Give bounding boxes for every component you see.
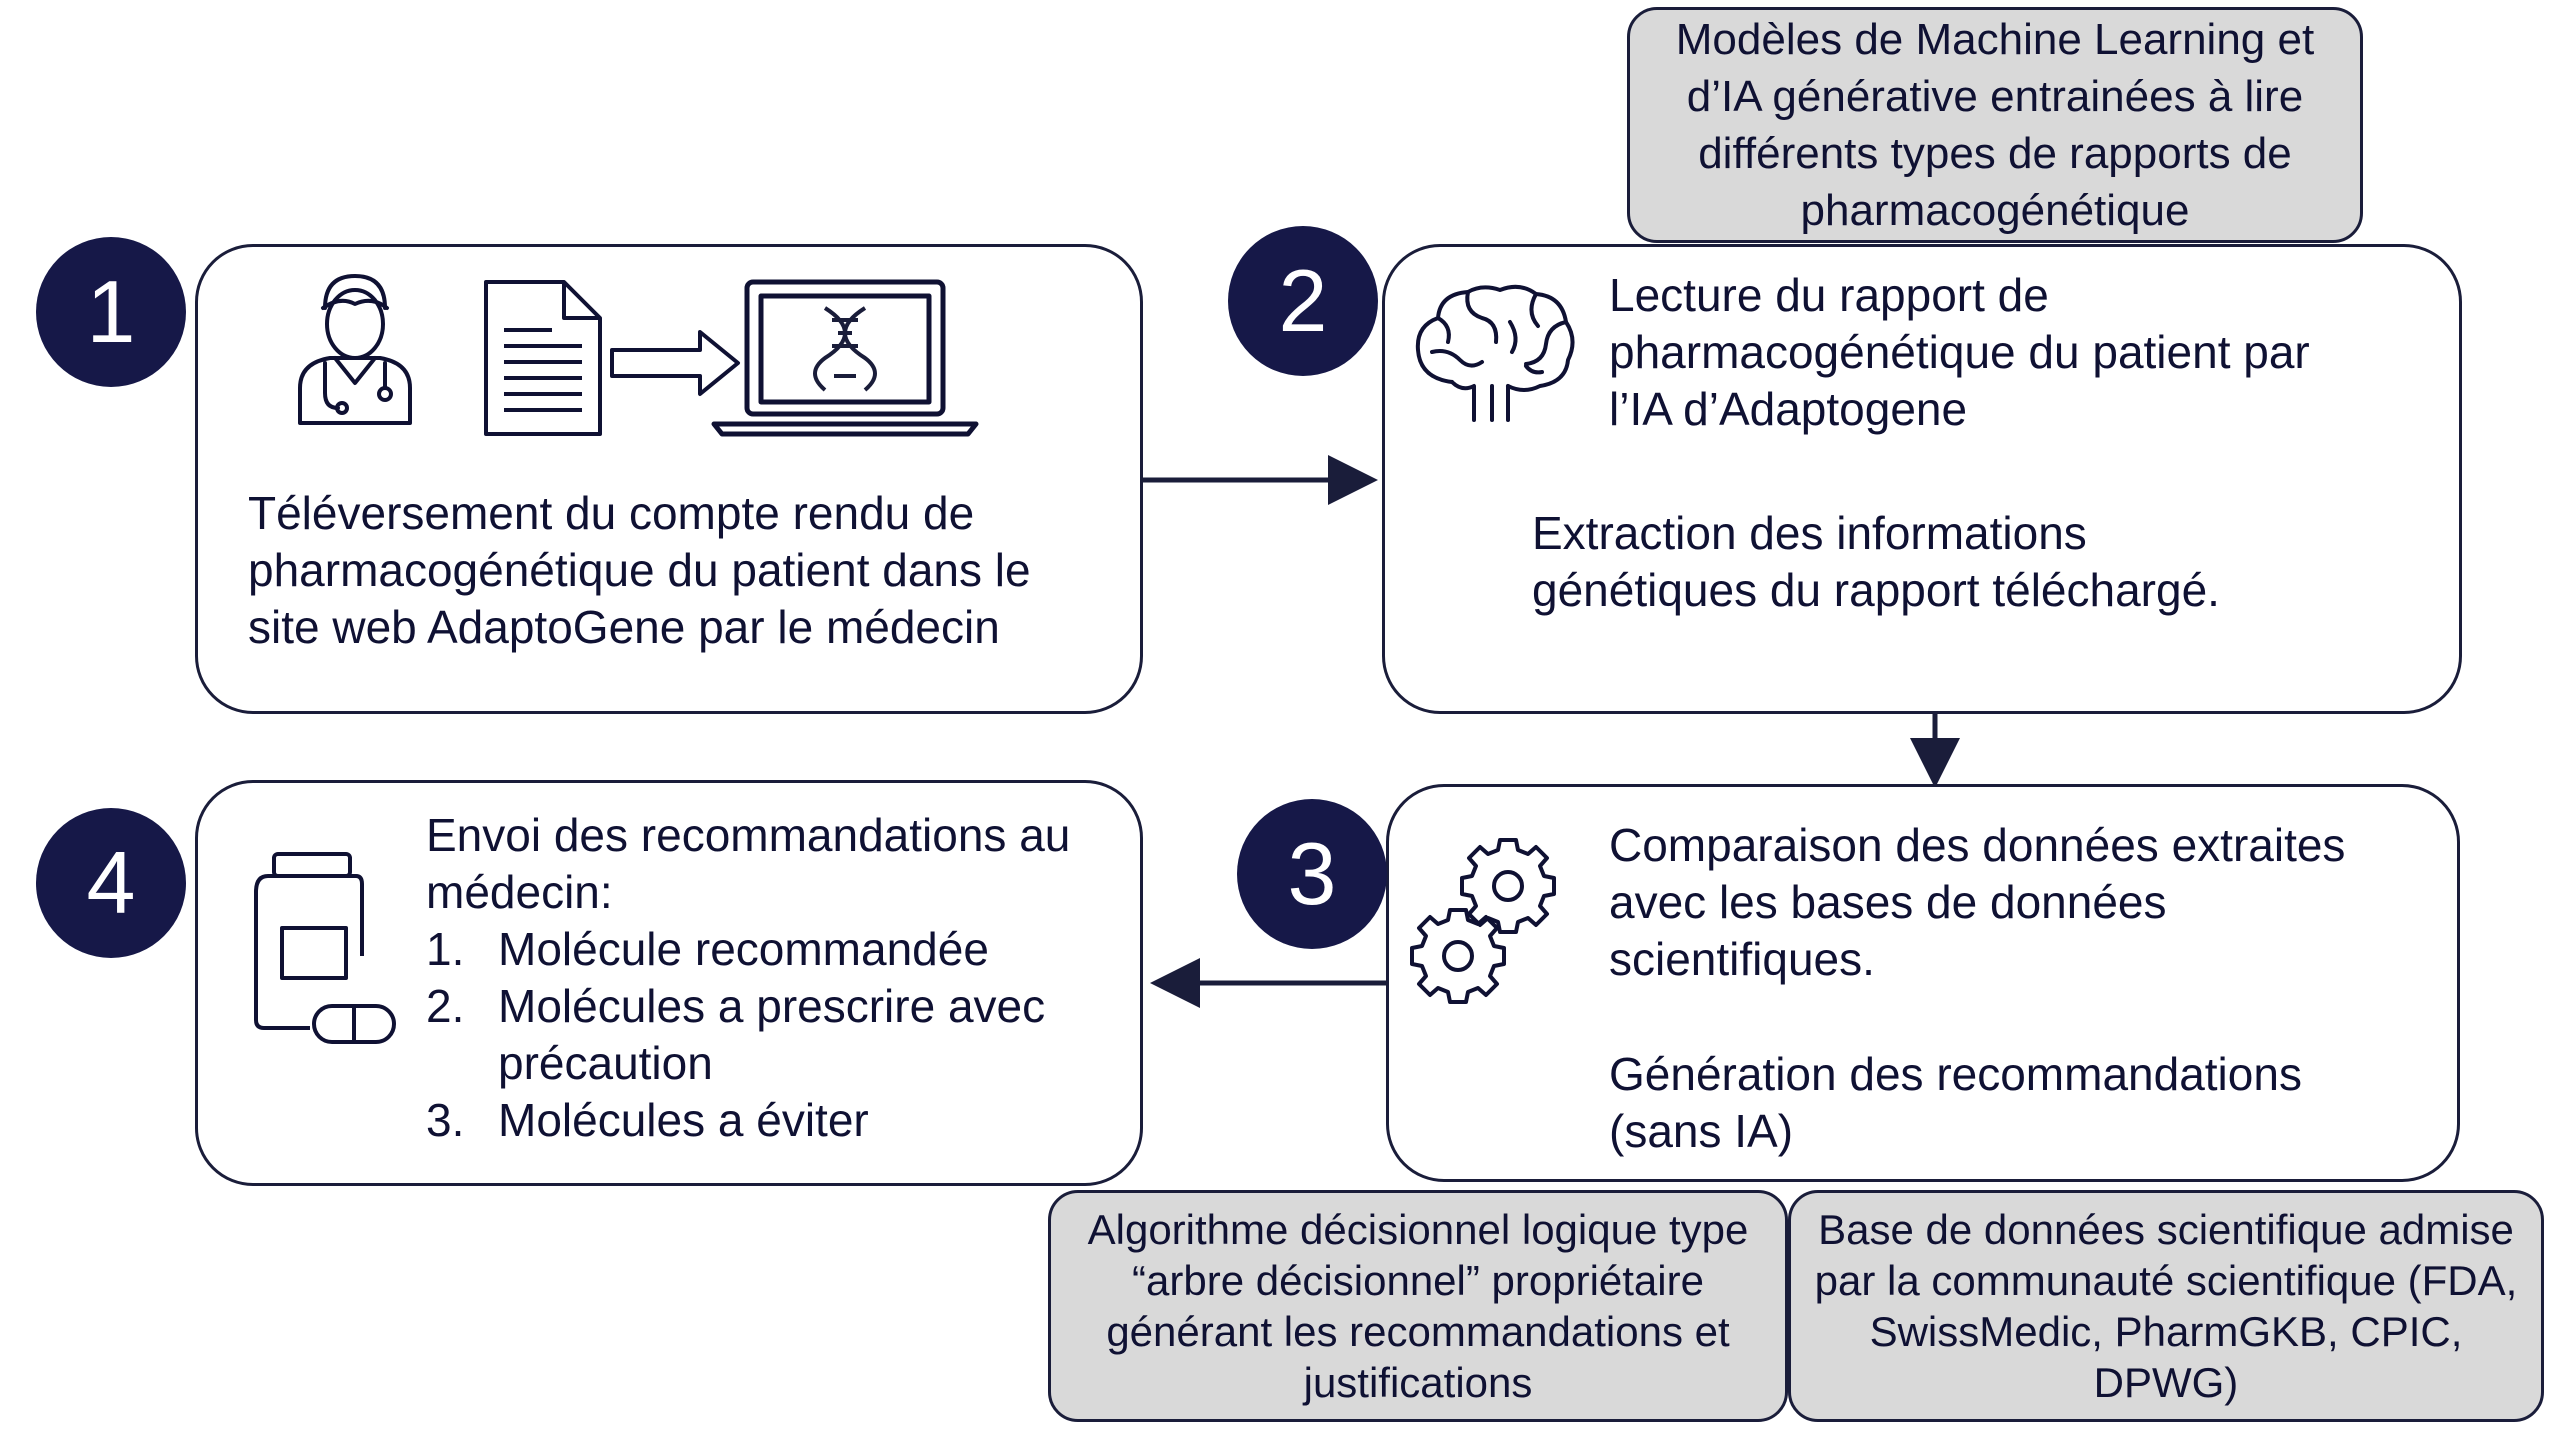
step-1-box: Téléversement du compte rendu de pharmac… <box>195 244 1143 714</box>
step-4-text: Envoi des recommandations au médecin: 1.… <box>426 807 1070 1149</box>
list-item: 3. Molécules a éviter <box>426 1094 869 1146</box>
step-2-heading: Lecture du rapport de pharmacogénétique … <box>1609 269 2310 435</box>
list-item-continuation: précaution <box>498 1037 713 1089</box>
list-item: 1. Molécule recommandée <box>426 923 989 975</box>
medicine-bottle-icon <box>254 852 396 1044</box>
step-3-box: Comparaison des données extraites avec l… <box>1386 784 2460 1182</box>
document-icon <box>484 280 602 436</box>
doctor-icon <box>298 274 412 425</box>
ml-models-note: Modèles de Machine Learning et d’IA géné… <box>1627 7 2363 243</box>
step-4-box: Envoi des recommandations au médecin: 1.… <box>195 780 1143 1186</box>
step-3-detail: Génération des recommandations (sans IA) <box>1609 1048 2302 1157</box>
gears-icon <box>1410 838 1556 1004</box>
step-4-badge: 4 <box>36 808 186 958</box>
pill-icon <box>312 1004 396 1044</box>
step-1-text: Téléversement du compte rendu de pharmac… <box>248 487 1031 653</box>
step-2-badge: 2 <box>1228 226 1378 376</box>
step-2-detail: Extraction des informations génétiques d… <box>1532 507 2220 616</box>
database-note: Base de données scientifique admise par … <box>1788 1190 2544 1422</box>
algorithm-note: Algorithme décisionnel logique type “arb… <box>1048 1190 1788 1422</box>
arrow-right-icon <box>610 330 740 396</box>
step-3-heading: Comparaison des données extraites avec l… <box>1609 819 2346 985</box>
dna-icon <box>813 306 877 392</box>
gear-small-icon <box>1410 908 1506 1004</box>
step-3-badge: 3 <box>1237 799 1387 949</box>
laptop-dna-icon <box>711 279 979 437</box>
list-item: 2. Molécules a prescrire avec <box>426 980 1046 1032</box>
brain-icon <box>1415 284 1575 422</box>
step-1-badge: 1 <box>36 237 186 387</box>
gear-large-icon <box>1460 838 1556 934</box>
